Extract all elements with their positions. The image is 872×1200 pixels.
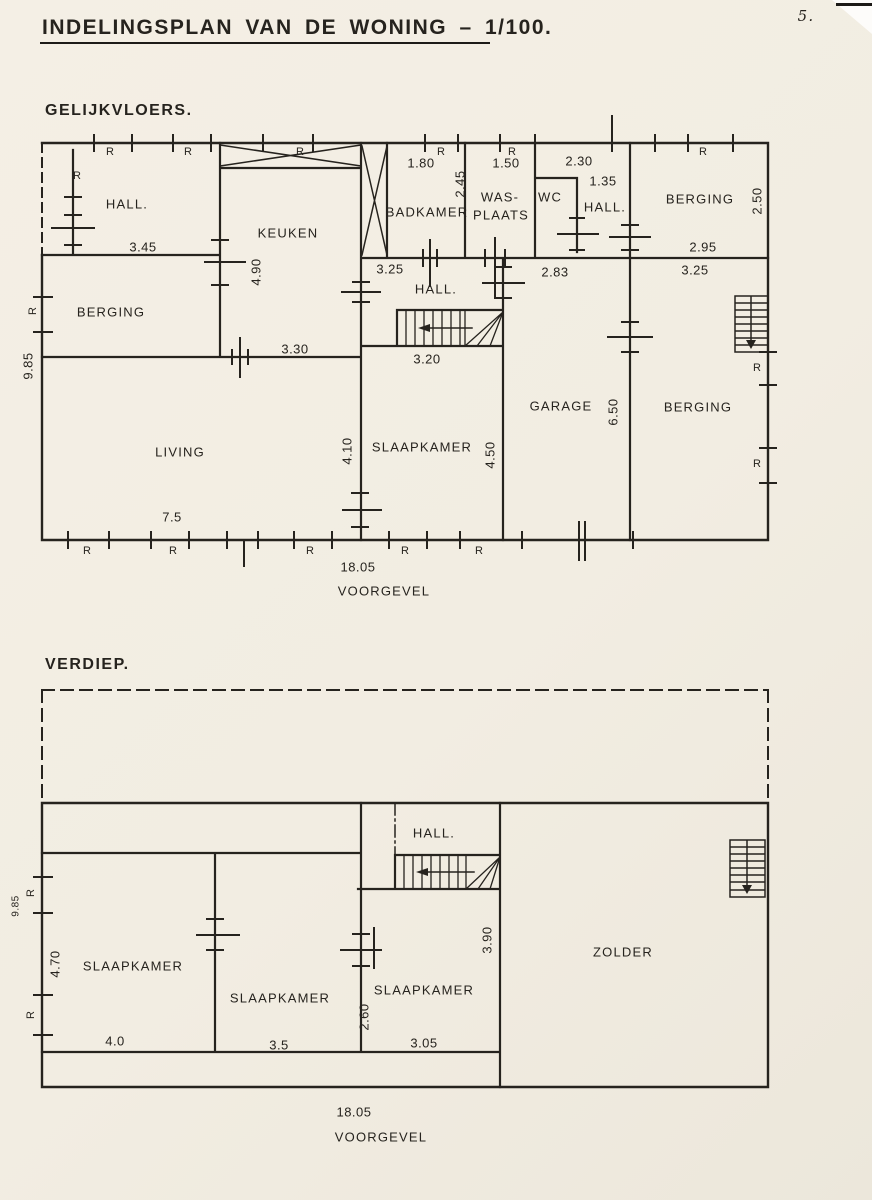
- room-label-hall-center: HALL.: [414, 281, 458, 297]
- dim-4-50: 4.50: [482, 441, 498, 469]
- dim-3-25-right: 3.25: [681, 262, 709, 278]
- dim-3-90: 3.90: [479, 926, 495, 954]
- page-number: 5.: [797, 7, 815, 25]
- dim-4-70: 4.70: [47, 950, 63, 978]
- dim-18-05-vf: 18.05: [336, 1104, 372, 1120]
- room-label-slaapkamer-gf: SLAAPKAMER: [371, 439, 473, 455]
- scan-edge-line: [836, 3, 872, 6]
- room-label-hall-vf: HALL.: [412, 825, 456, 841]
- dim-3-5: 3.5: [269, 1037, 289, 1053]
- dim-3-05: 3.05: [410, 1035, 438, 1051]
- radiator-mark: R: [475, 545, 483, 557]
- radiator-mark: R: [437, 146, 445, 158]
- radiator-mark: R: [699, 146, 707, 158]
- dim-9-85-gf: 9.85: [20, 352, 36, 380]
- room-label-hall-topright: HALL.: [583, 199, 627, 215]
- page-title: INDELINGSPLAN VAN DE WONING – 1/100.: [42, 16, 553, 39]
- radiator-mark: R: [306, 545, 314, 557]
- dim-4-90: 4.90: [248, 258, 264, 286]
- dim-3-30: 3.30: [281, 341, 309, 357]
- dim-2-50: 2.50: [749, 187, 765, 215]
- room-label-badkamer: BADKAMER: [385, 204, 469, 220]
- radiator-mark: R: [25, 889, 37, 897]
- dim-7-5: 7.5: [162, 509, 182, 525]
- radiator-mark: R: [296, 146, 304, 158]
- room-label-berging-topleft: BERGING: [76, 304, 146, 320]
- room-label-keuken: KEUKEN: [257, 225, 319, 241]
- dim-9-85-vf: 9.85: [10, 895, 22, 917]
- facade-label-vf: VOORGEVEL: [334, 1129, 428, 1145]
- dim-4-0: 4.0: [105, 1033, 125, 1049]
- radiator-mark: R: [73, 170, 81, 182]
- dim-3-25-left: 3.25: [376, 261, 404, 277]
- dim-6-50: 6.50: [605, 398, 621, 426]
- room-label-berging-bottomright: BERGING: [663, 399, 733, 415]
- facade-label-gf: VOORGEVEL: [337, 583, 431, 599]
- radiator-mark: R: [169, 545, 177, 557]
- room-label-slaapkamer2: SLAAPKAMER: [229, 990, 331, 1006]
- room-label-garage: GARAGE: [529, 398, 593, 414]
- radiator-mark: R: [508, 146, 516, 158]
- dim-18-05-gf: 18.05: [340, 559, 376, 575]
- dim-2-95: 2.95: [689, 239, 717, 255]
- dim-3-45: 3.45: [129, 239, 157, 255]
- dim-3-20: 3.20: [413, 351, 441, 367]
- dim-2-83: 2.83: [541, 264, 569, 280]
- ground-floor-heading: GELIJKVLOERS.: [45, 102, 193, 119]
- upper-floor-heading: VERDIEP.: [45, 656, 130, 673]
- room-label-wc: WC: [537, 189, 563, 205]
- room-label-slaapkamer1: SLAAPKAMER: [82, 958, 184, 974]
- radiator-mark: R: [25, 1011, 37, 1019]
- room-label-berging-topright: BERGING: [665, 191, 735, 207]
- radiator-mark: R: [27, 307, 39, 315]
- radiator-mark: R: [83, 545, 91, 557]
- dim-1-50: 1.50: [492, 155, 520, 171]
- room-label-wasplaats-line1: WAS-: [480, 189, 520, 205]
- room-label-living: LIVING: [155, 444, 205, 460]
- radiator-mark: R: [106, 146, 114, 158]
- dim-2-60: 2.60: [356, 1003, 372, 1031]
- dim-4-10: 4.10: [339, 437, 355, 465]
- dim-2-30: 2.30: [565, 153, 593, 169]
- room-label-wasplaats-line2: PLAATS: [472, 207, 530, 223]
- dim-2-45: 2.45: [452, 170, 468, 198]
- title-underline: [40, 42, 490, 44]
- radiator-mark: R: [753, 362, 761, 374]
- radiator-mark: R: [401, 545, 409, 557]
- room-label-slaapkamer3: SLAAPKAMER: [373, 982, 475, 998]
- radiator-mark: R: [753, 458, 761, 470]
- dim-1-35: 1.35: [589, 173, 617, 189]
- dim-1-80: 1.80: [407, 155, 435, 171]
- room-label-hall-topleft: HALL.: [105, 196, 149, 212]
- radiator-mark: R: [184, 146, 192, 158]
- room-label-zolder: ZOLDER: [593, 944, 653, 960]
